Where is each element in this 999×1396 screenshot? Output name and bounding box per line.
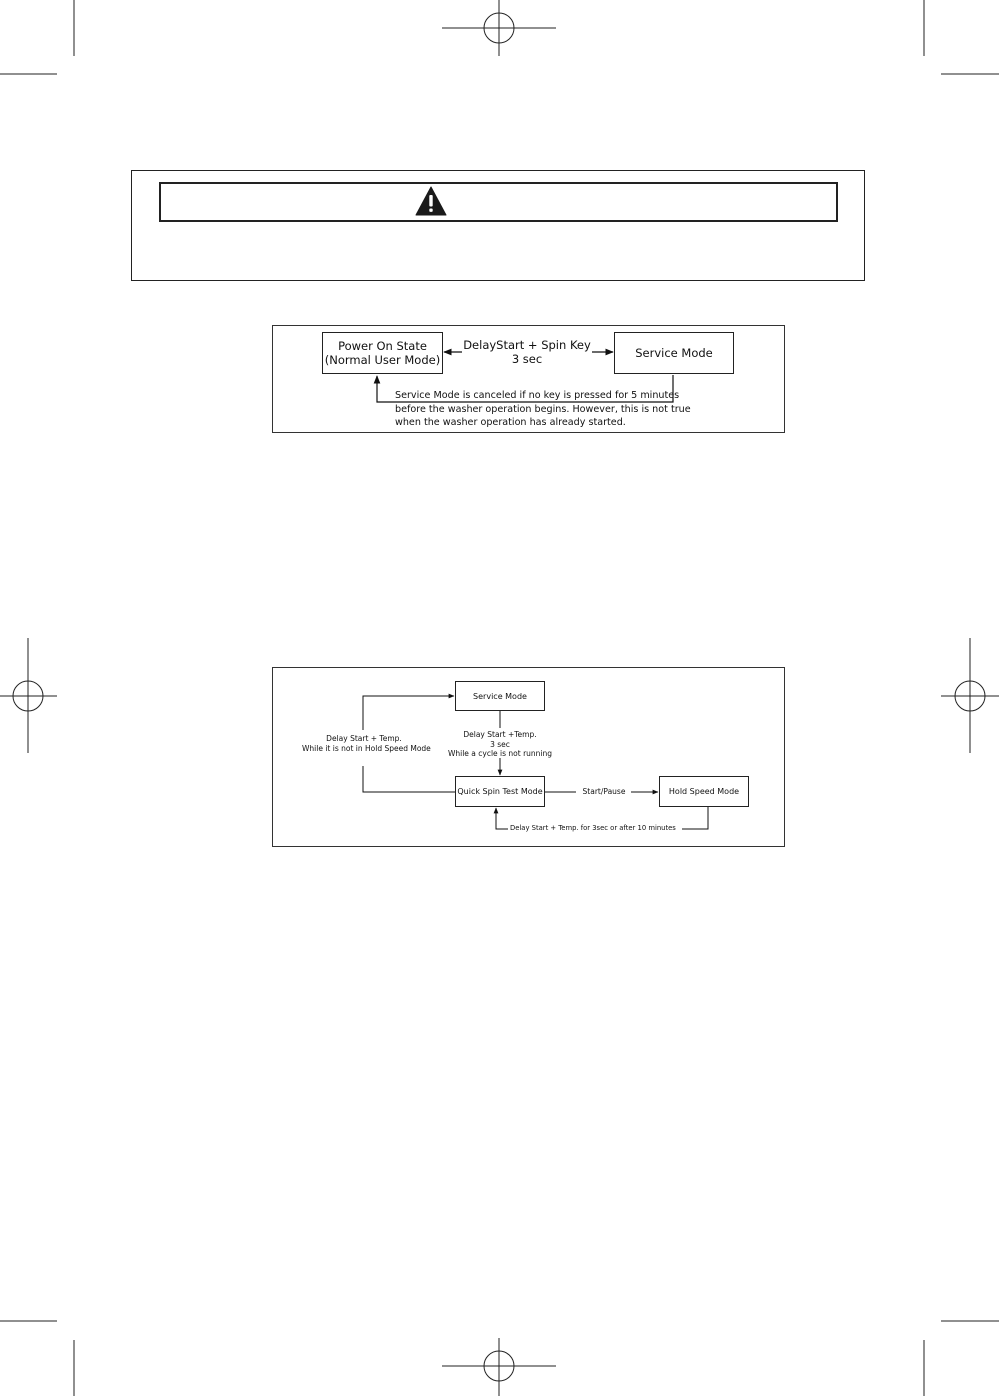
service-mode-node: Service Mode <box>614 332 734 374</box>
power-on-state-line1: Power On State <box>338 339 427 353</box>
enter-quick-spin-line3: While a cycle is not running <box>447 749 553 758</box>
service-mode-node-2-label: Service Mode <box>473 691 527 701</box>
quick-spin-test-node: Quick Spin Test Mode <box>455 776 545 807</box>
timeout-return-arrow <box>373 375 674 403</box>
return-loop-upper-arrow <box>362 693 455 730</box>
timeout-note-line2: before the washer operation begins. Howe… <box>395 403 691 415</box>
edge-label-line1: DelayStart + Spin Key <box>463 338 591 352</box>
enter-quick-spin-label: Delay Start +Temp. 3 sec While a cycle i… <box>440 730 560 759</box>
return-to-service-line2: While it is not in Hold Speed Mode <box>302 743 431 753</box>
service-mode-node-2: Service Mode <box>455 681 545 711</box>
power-on-state-node: Power On State (Normal User Mode) <box>322 332 443 374</box>
edge-label-line2: 3 sec <box>511 352 543 366</box>
exit-hold-speed-label: Delay Start + Temp. for 3sec or after 10… <box>510 824 676 832</box>
return-to-service-label: Delay Start + Temp. While it is not in H… <box>302 734 431 753</box>
hold-return-line-right <box>682 807 709 830</box>
registration-target-top <box>442 0 556 56</box>
return-to-service-line1: Delay Start + Temp. <box>326 734 402 743</box>
quick-spin-test-node-label: Quick Spin Test Mode <box>457 787 543 796</box>
registration-target-right <box>941 638 999 753</box>
registration-target-left <box>0 638 57 753</box>
power-on-state-line2: (Normal User Mode) <box>324 353 441 367</box>
warning-triangle-icon <box>415 186 447 216</box>
delaystart-spin-key-label: DelayStart + Spin Key 3 sec <box>462 338 592 366</box>
service-mode-entry-diagram <box>272 325 785 433</box>
quick-spin-test-diagram <box>272 667 785 847</box>
return-loop-lower <box>362 766 455 793</box>
service-mode-node-label: Service Mode <box>635 346 713 360</box>
enter-quick-spin-line2: 3 sec <box>490 739 510 749</box>
timeout-note-line3: when the washer operation has already st… <box>395 417 626 428</box>
registration-target-bottom <box>442 1338 556 1396</box>
hold-speed-mode-node-label: Hold Speed Mode <box>668 787 740 796</box>
hold-return-arrow <box>493 807 508 830</box>
caution-header-bar <box>159 182 838 222</box>
timeout-note: Service Mode is canceled if no key is pr… <box>395 389 691 430</box>
hold-speed-mode-node: Hold Speed Mode <box>659 776 749 807</box>
caution-box <box>131 170 865 281</box>
timeout-note-line1: Service Mode is canceled if no key is pr… <box>395 390 680 401</box>
enter-quick-spin-line1: Delay Start +Temp. <box>463 730 537 739</box>
start-pause-label: Start/Pause <box>582 787 626 796</box>
